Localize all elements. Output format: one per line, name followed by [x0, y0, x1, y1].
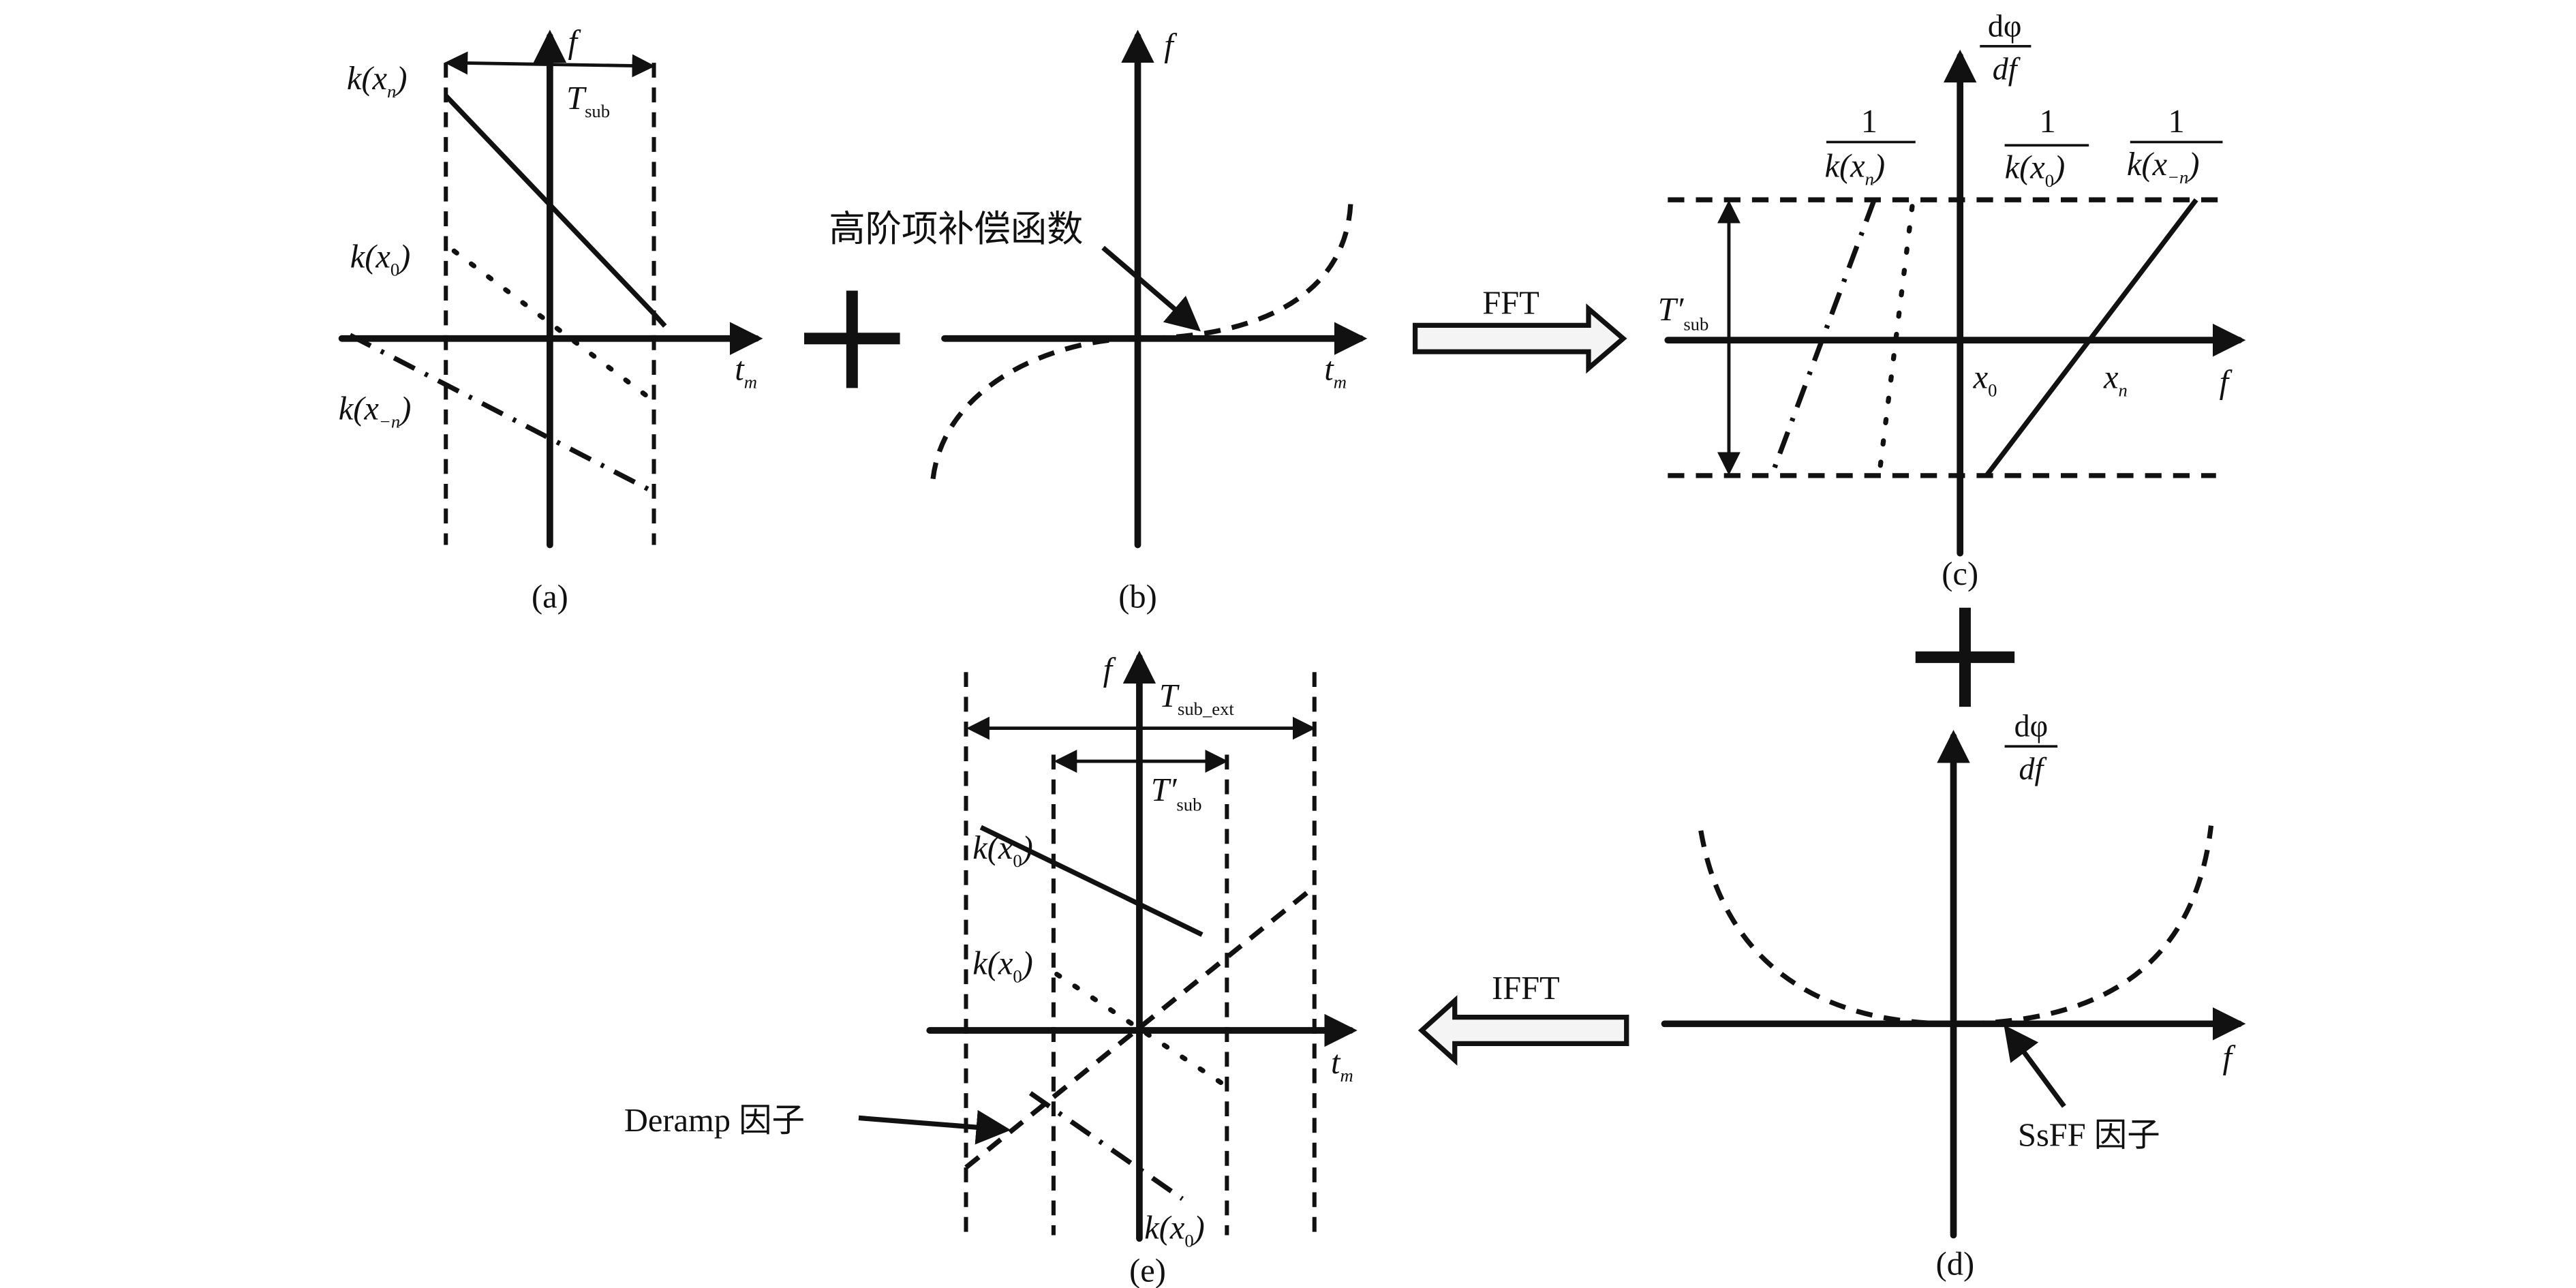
k-mid-label: k(x0) — [972, 946, 1033, 987]
fft-label: FFT — [1482, 285, 1539, 321]
f-axis-label: f — [1164, 27, 1178, 63]
k-top-label: k(x0) — [972, 830, 1033, 871]
deramp-line — [964, 885, 1317, 1169]
caption-d: (d) — [1936, 1246, 1975, 1283]
tm-axis-label: tm — [735, 351, 757, 392]
line-k-bot — [1028, 1091, 1184, 1201]
f-axis-label: f — [2222, 1040, 2236, 1076]
tsub-prime-label: T′sub — [1658, 292, 1709, 335]
k-xn-label: k(xn) — [347, 61, 408, 102]
panel-a: f tm Tsub k(xn) k(x0) k(x−n) (a) — [339, 25, 763, 615]
line-k-mid — [1054, 971, 1229, 1090]
tm-axis-label: tm — [1331, 1045, 1353, 1086]
panel-b: 高阶项补偿函数 f tm (b) — [829, 27, 1368, 615]
line-inv-k-xmn — [1984, 198, 2198, 478]
svg-text:1: 1 — [2168, 104, 2184, 140]
panel-e: f tm Tsub_ext T′sub k(x0) k(x0) k(x0) De… — [624, 650, 1358, 1288]
f-axis-label: f — [2220, 365, 2233, 401]
f-axis-label: f — [1103, 651, 1117, 688]
dphi-df-label: dφ df — [2004, 709, 2058, 786]
tsub-prime-label: T′sub — [1151, 772, 1202, 815]
k-x0-label: k(x0) — [350, 239, 411, 280]
line-k-xn-extension — [651, 311, 671, 333]
left-hollow-arrow-icon — [1417, 995, 1629, 1066]
ifft-label: IFFT — [1492, 970, 1560, 1007]
fft-arrow: FFT — [1412, 285, 1627, 374]
frac-inv-k-xn: 1 k(xn) — [1825, 104, 1916, 189]
svg-text:k(x−n): k(x−n) — [2127, 147, 2200, 187]
tsub-label: Tsub — [566, 80, 610, 121]
svg-text:df: df — [2019, 752, 2047, 786]
svg-text:df: df — [1993, 51, 2021, 86]
svg-text:dφ: dφ — [1988, 8, 2022, 43]
ifft-arrow: IFFT — [1417, 970, 1629, 1066]
deramp-factor-label: Deramp 因子 — [624, 1103, 805, 1139]
svg-text:k(x0): k(x0) — [2005, 150, 2066, 191]
line-k-xn — [444, 94, 656, 316]
plus-icon — [804, 290, 900, 388]
caption-b: (b) — [1118, 579, 1156, 615]
svg-text:1: 1 — [1861, 104, 1877, 140]
frac-inv-k-x0: 1 k(x0) — [2004, 104, 2089, 191]
x0-tick-label: x0 — [1973, 359, 1997, 400]
dphi-df-label: dφ df — [1980, 8, 2031, 86]
line-inv-k-xn — [1770, 198, 1877, 472]
xn-tick-label: xn — [2103, 359, 2128, 400]
panel-d: dφ df f SsFF 因子 (d) — [1661, 709, 2246, 1283]
k-bot-label: k(x0) — [1144, 1210, 1205, 1251]
compensation-function-label: 高阶项补偿函数 — [829, 209, 1083, 249]
tm-axis-label: tm — [1324, 351, 1347, 392]
line-k-top — [979, 825, 1203, 937]
ssff-curve — [1698, 825, 2214, 1026]
caption-e: (e) — [1129, 1253, 1166, 1288]
svg-text:1: 1 — [2039, 104, 2055, 140]
right-hollow-arrow-icon — [1412, 303, 1627, 374]
tsub-width-arrow — [444, 51, 656, 78]
caption-a: (a) — [532, 579, 568, 615]
panel-c: dφ df 1 k(xn) 1 k(x0) 1 k(x−n) T′sub x0 … — [1658, 8, 2246, 592]
annotation-arrow — [2004, 1024, 2066, 1108]
k-xmn-label: k(x−n) — [339, 390, 412, 431]
frac-inv-k-xmn: 1 k(x−n) — [2127, 104, 2223, 187]
line-k-xmn — [349, 333, 656, 495]
ssff-factor-label: SsFF 因子 — [2018, 1118, 2160, 1154]
compensation-curve — [930, 201, 1353, 480]
tsub-ext-label: Tsub_ext — [1159, 678, 1234, 719]
caption-c: (c) — [1942, 556, 1978, 592]
annotation-arrow — [1101, 245, 1201, 332]
line-inv-k-x0 — [1876, 204, 1915, 478]
svg-text:dφ: dφ — [2014, 709, 2049, 743]
svg-text:k(xn): k(xn) — [1825, 148, 1886, 189]
annotation-arrow — [858, 1109, 1011, 1145]
f-axis-label: f — [568, 25, 582, 61]
line-k-x0 — [451, 248, 657, 404]
plus-icon — [1915, 607, 2015, 707]
